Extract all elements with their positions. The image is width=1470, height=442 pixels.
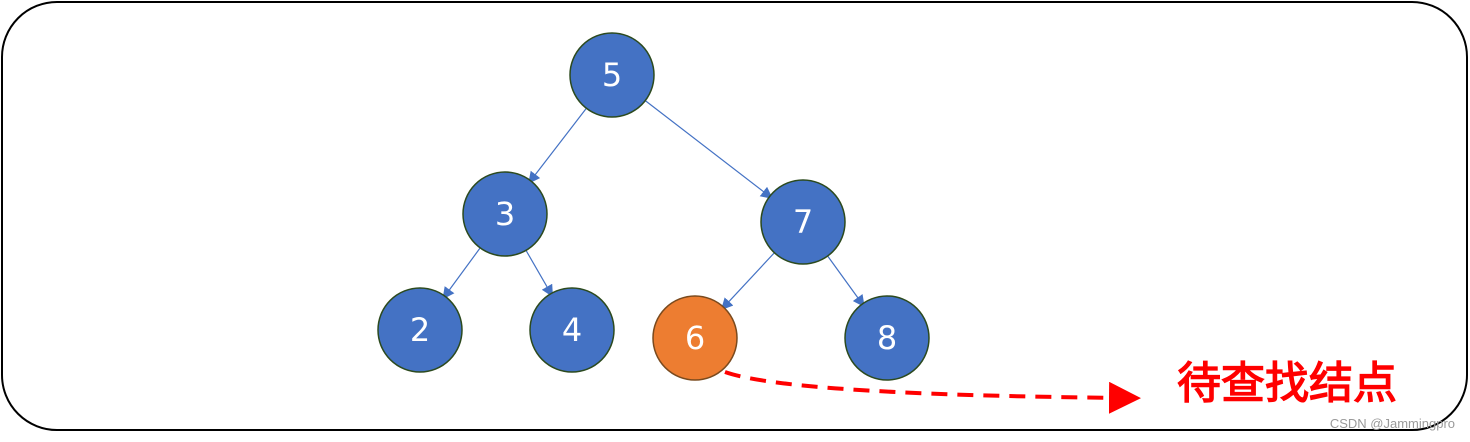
- edges-layer: [442, 100, 865, 311]
- node-label: 5: [602, 56, 622, 94]
- node-label: 7: [793, 203, 813, 241]
- annotation-arrow: [724, 370, 1141, 414]
- node-label: 6: [685, 319, 705, 357]
- tree-node-8: 8: [844, 295, 930, 381]
- target-node-6: 6: [652, 295, 738, 381]
- annotation-label: 待查找结点: [1177, 358, 1397, 409]
- node-label: 8: [877, 319, 897, 357]
- edge-7-6: [720, 252, 775, 311]
- node-circle: [462, 171, 548, 257]
- tree-node-7: 7: [760, 179, 846, 265]
- edge-3-4: [525, 250, 553, 298]
- tree-node-2: 2: [377, 287, 463, 373]
- node-circle: [377, 287, 463, 373]
- tree-node-4: 4: [529, 287, 615, 373]
- node-circle: [569, 32, 655, 118]
- tree-node-3: 3: [462, 171, 548, 257]
- edge-3-2: [442, 247, 481, 300]
- diagram-frame: [1, 1, 1468, 431]
- node-label: 2: [410, 311, 430, 349]
- edge-7-8: [827, 255, 865, 308]
- nodes-layer: 5 3 7 2 4 6 8: [377, 32, 930, 381]
- edge-5-7: [644, 100, 773, 199]
- tree-node-5: 5: [569, 32, 655, 118]
- node-circle: [652, 295, 738, 381]
- node-label: 3: [495, 195, 515, 233]
- watermark: CSDN @Jammingpro: [1330, 416, 1455, 431]
- node-circle: [844, 295, 930, 381]
- node-circle: [760, 179, 846, 265]
- edge-5-3: [528, 107, 587, 184]
- node-label: 4: [562, 311, 582, 349]
- node-circle: [529, 287, 615, 373]
